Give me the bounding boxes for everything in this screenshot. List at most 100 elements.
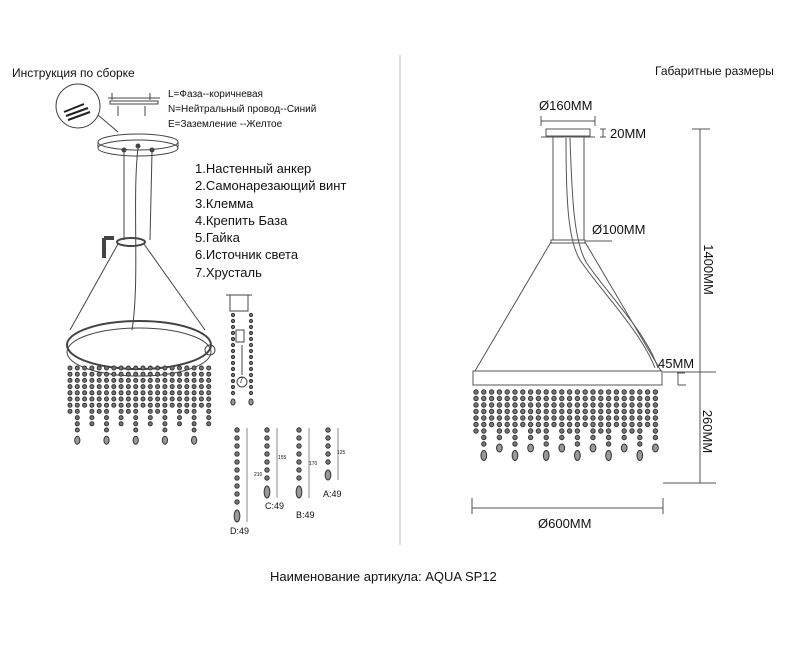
crystal-bead bbox=[520, 415, 526, 421]
crystal-bead bbox=[652, 428, 659, 434]
crystal-bead bbox=[520, 395, 526, 402]
part-item: 3.Клемма bbox=[195, 195, 254, 211]
crystal-bead bbox=[191, 427, 197, 433]
crystal-bead bbox=[89, 390, 95, 396]
crystal-bead bbox=[234, 475, 240, 481]
crystal-bead bbox=[125, 396, 131, 402]
crystal-bead bbox=[82, 402, 88, 408]
crystal-bead bbox=[325, 427, 331, 433]
crystal-bead bbox=[559, 408, 565, 415]
crystal-bead bbox=[652, 395, 659, 402]
crystal-bead bbox=[248, 390, 254, 396]
crystal-bead bbox=[605, 441, 612, 447]
crystal-bead bbox=[169, 365, 175, 371]
crystal-bead bbox=[133, 427, 139, 433]
crystal-strand bbox=[511, 389, 519, 461]
crystal-strand bbox=[574, 389, 581, 461]
crystal-drop bbox=[103, 435, 110, 445]
crystal-bead bbox=[590, 421, 596, 428]
crystal-bead bbox=[551, 408, 557, 415]
crystal-bead bbox=[296, 443, 302, 449]
dimensions-title: Габаритные размеры bbox=[655, 64, 774, 78]
crystal-strand bbox=[74, 365, 81, 445]
crystal-bead bbox=[605, 389, 612, 395]
crystal-bead bbox=[133, 402, 139, 408]
crystal-bead bbox=[481, 408, 487, 415]
crystal-bead bbox=[230, 312, 236, 318]
crystal-strand bbox=[542, 389, 550, 461]
crystal-bead bbox=[140, 402, 146, 408]
crystal-bead bbox=[559, 421, 565, 428]
crystal-bead bbox=[527, 408, 534, 415]
crystal-bead bbox=[566, 395, 573, 402]
crystal-bead bbox=[74, 384, 80, 390]
crystal-bead bbox=[162, 396, 168, 402]
crystal-bead bbox=[481, 421, 487, 428]
crystal-bead bbox=[590, 434, 596, 441]
crystal-bead bbox=[613, 389, 620, 395]
crystal-bead bbox=[248, 366, 254, 372]
crystal-bead bbox=[191, 421, 197, 427]
crystal-drop bbox=[574, 450, 581, 461]
crystal-bead bbox=[566, 428, 573, 434]
crystal-bead bbox=[527, 389, 534, 395]
crystal-bead bbox=[637, 441, 643, 447]
crystal-bead bbox=[590, 389, 596, 395]
crystal-bead bbox=[230, 384, 236, 390]
crystal-bead bbox=[652, 408, 659, 415]
ring-height: 45MM bbox=[658, 356, 695, 371]
crystal-bead bbox=[118, 402, 124, 408]
crystal-bead bbox=[162, 427, 168, 433]
crystal-strand bbox=[520, 389, 526, 428]
crystal-bead bbox=[118, 421, 124, 427]
crystal-bead bbox=[140, 390, 146, 396]
crystal-strand bbox=[527, 389, 534, 453]
crystal-strand bbox=[248, 312, 254, 406]
crystal-bead bbox=[147, 402, 153, 408]
crystal-bead bbox=[551, 395, 557, 402]
crystal-bead bbox=[147, 377, 153, 383]
crystal-bead bbox=[104, 390, 109, 396]
crystal-bead bbox=[582, 395, 588, 402]
crystal-bead bbox=[74, 396, 80, 402]
crystal-bead bbox=[566, 389, 573, 395]
crystal-bead bbox=[89, 402, 95, 408]
crystal-bead bbox=[198, 371, 204, 377]
crystal-bead bbox=[264, 459, 270, 465]
strand-length-b: 170 bbox=[309, 461, 318, 467]
crystal-bead bbox=[234, 443, 240, 449]
crystal-bead bbox=[111, 384, 117, 390]
crystal-bead bbox=[605, 402, 612, 408]
magnifier-detail bbox=[55, 83, 101, 129]
strand-length-d: 210 bbox=[254, 472, 263, 478]
crystal-bead bbox=[512, 402, 518, 408]
crystal-bead bbox=[559, 415, 565, 421]
collar-side bbox=[550, 239, 586, 244]
crystal-bead bbox=[637, 408, 643, 415]
crystal-bead bbox=[184, 396, 190, 402]
dimension-drawing bbox=[471, 116, 716, 514]
strand-length-a: 125 bbox=[337, 450, 346, 456]
crystal-bead bbox=[512, 415, 518, 421]
crystal-bead bbox=[147, 415, 153, 421]
crystal-drop bbox=[605, 450, 612, 461]
crystal-bead bbox=[169, 390, 175, 396]
crystal-bead bbox=[504, 395, 510, 402]
crystal-bead bbox=[598, 428, 604, 434]
crystal-strand bbox=[263, 427, 271, 499]
crystal-drop bbox=[324, 469, 332, 481]
crystal-bead bbox=[125, 402, 131, 408]
crystal-bead bbox=[133, 408, 139, 414]
crystal-bead bbox=[74, 421, 80, 427]
crystal-bead bbox=[535, 395, 542, 402]
crystal-bead bbox=[582, 402, 588, 408]
crystal-bead bbox=[230, 366, 236, 372]
crystal-bead bbox=[512, 428, 518, 434]
crystal-bead bbox=[621, 402, 627, 408]
crystal-bead bbox=[527, 421, 534, 428]
crystal-strand bbox=[496, 389, 503, 453]
wiring-n: N=Нейтральный провод--Синий bbox=[168, 104, 317, 115]
crystal-bead bbox=[637, 415, 643, 421]
crystal-bead bbox=[543, 428, 549, 434]
